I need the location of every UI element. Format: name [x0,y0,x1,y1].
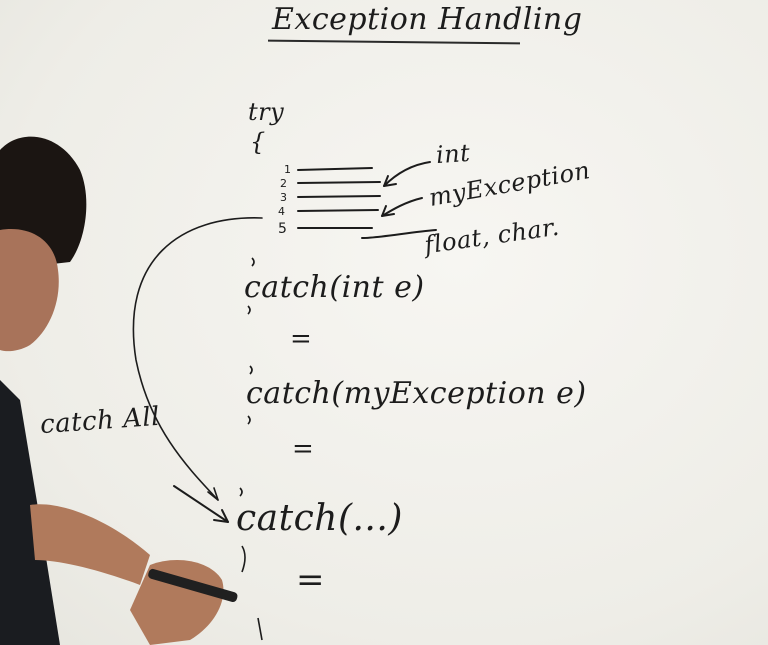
catch-all-body: = [296,560,325,600]
line-number-2: 2 [280,177,288,190]
try-keyword: try [248,98,285,126]
line-number-4: 4 [278,205,286,218]
line-number-3: 3 [280,191,288,204]
small-braces [239,257,263,641]
marker-pen [148,568,238,603]
catch-int-body: = [290,324,313,354]
line-number-5: 5 [278,221,288,237]
presenter-arm [30,504,150,585]
catch-all-curve-arrow [132,217,263,501]
presenter-shirt [0,380,60,645]
annotation-arrows [361,161,437,239]
catch-myexception-block: catch(myException e) [246,376,587,411]
presenter-face [0,229,59,352]
catch-all-block: catch(...) [236,498,403,539]
try-open-brace: { [250,128,266,156]
catch-all-pointer-arrow [173,485,229,523]
board-title: Exception Handling [272,2,583,37]
annotation-int: int [435,138,472,170]
presenter-hand [130,560,224,645]
try-block-lines [297,167,381,229]
catch-myexception-body: = [292,434,315,464]
line-number-1: 1 [284,163,292,176]
catch-int-block: catch(int e) [244,270,425,305]
